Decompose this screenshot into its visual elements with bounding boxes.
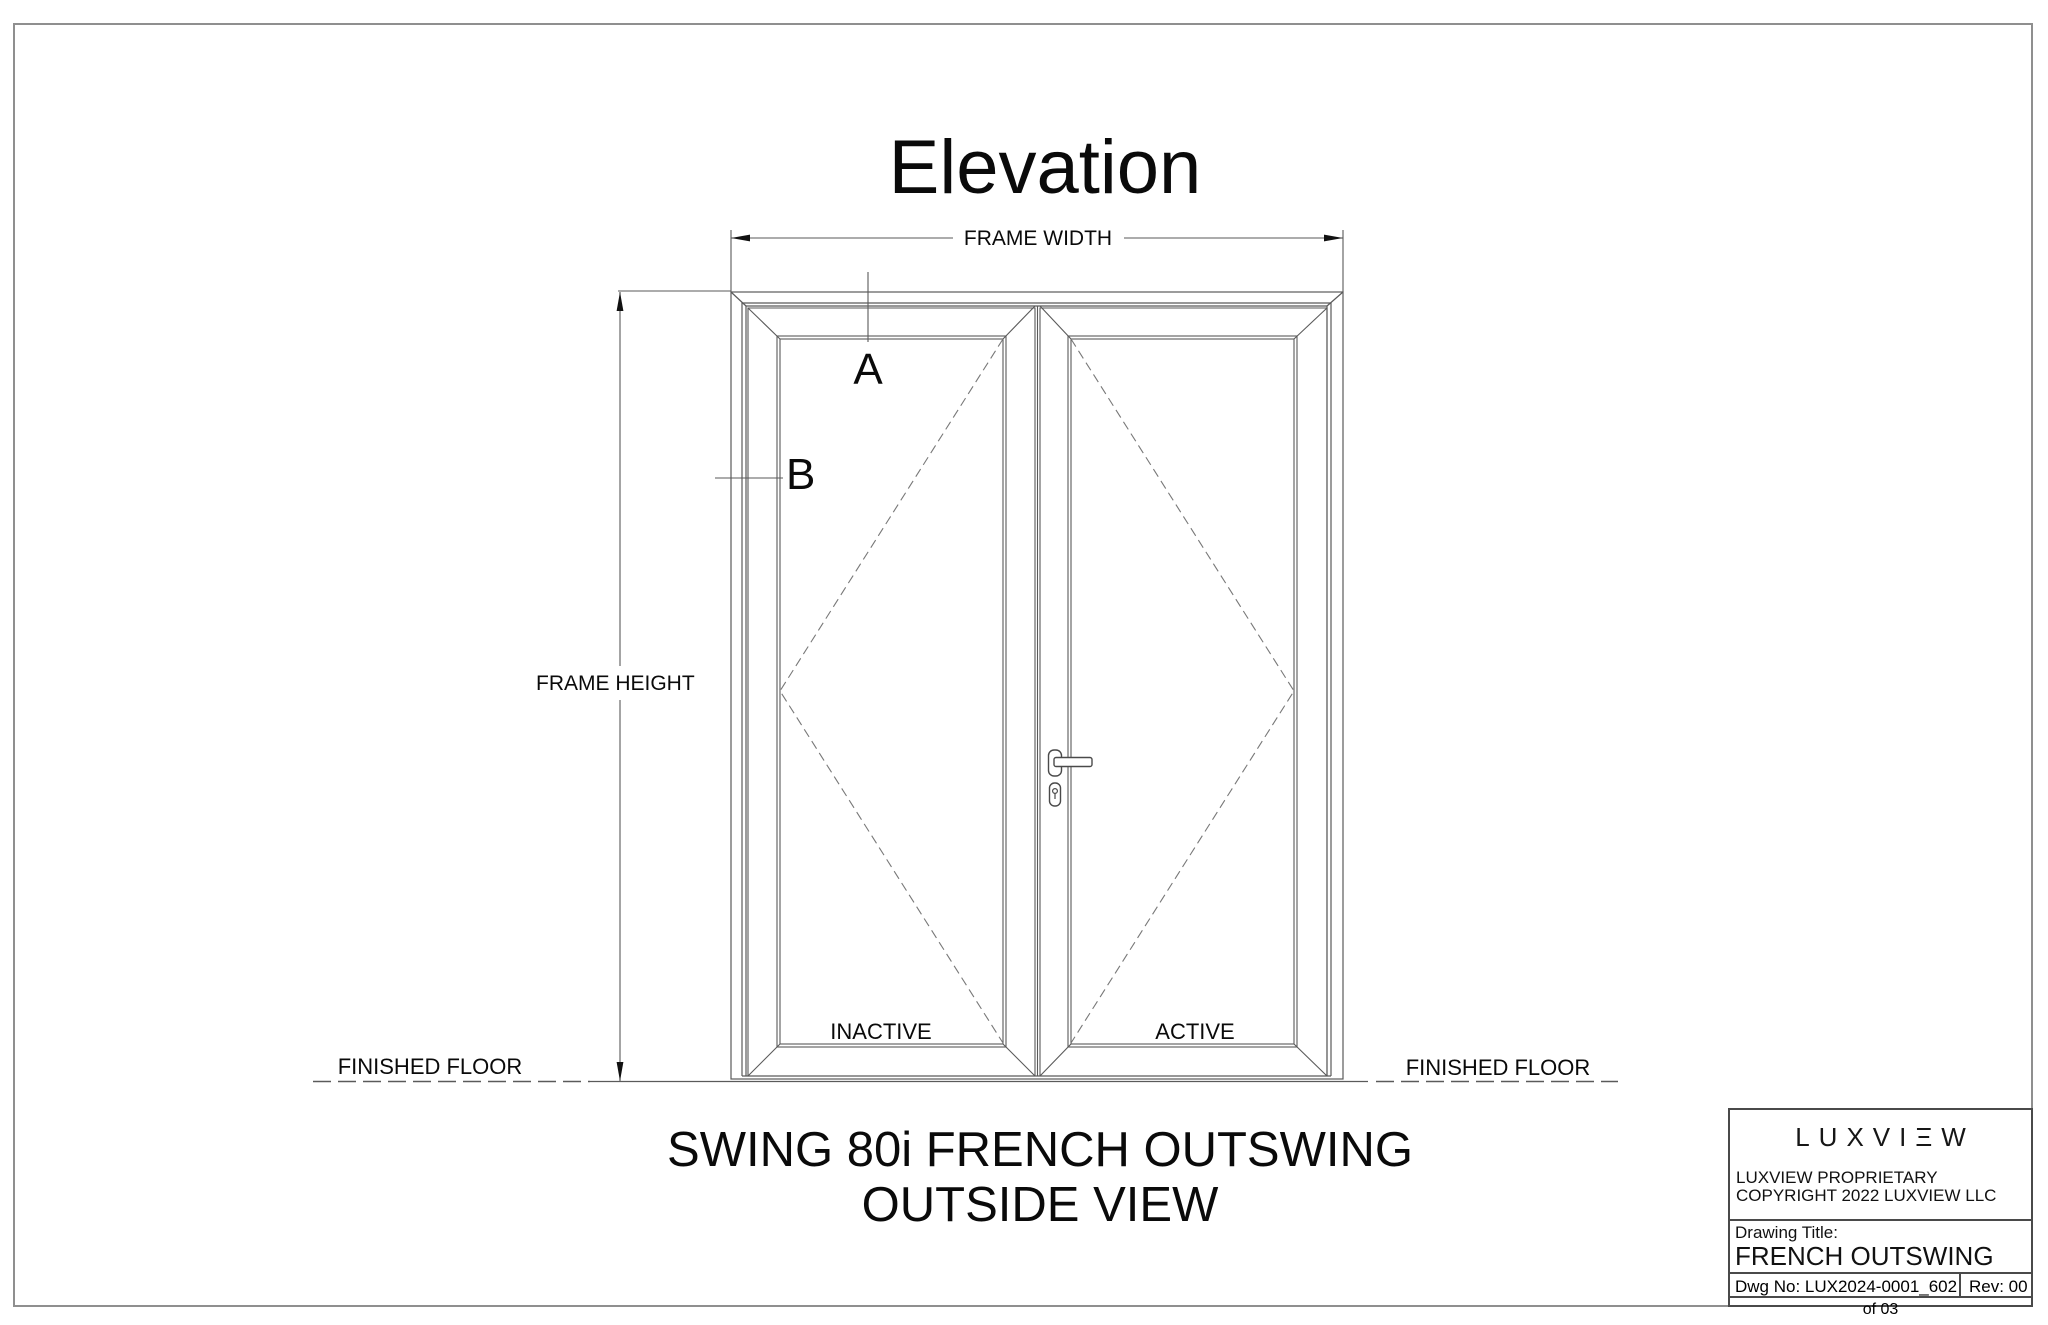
caption-line1: SWING 80i FRENCH OUTSWING [667,1123,1413,1177]
lever-handle-icon [1053,756,1093,768]
frame-inner-line2 [745,305,1328,1076]
finished-floor-label-left: FINISHED FLOOR [337,1054,523,1079]
drawing-title: FRENCH OUTSWING [1735,1241,1994,1271]
active-panel [1039,305,1328,1077]
inactive-bevel-tr [1002,305,1036,340]
sheet-number: of 03 [1730,1296,2031,1319]
inactive-panel [747,305,1039,1077]
keyhole-icon [1051,787,1058,794]
frame-inner-line1 [741,302,1332,1076]
active-bevel-br [1293,1043,1328,1077]
drawing-title-label: Drawing Title: [1735,1223,1838,1242]
arrow-right-icon [1324,234,1343,242]
title-block-header: LUXVIΞW LUXVIEW PROPRIETARY COPYRIGHT 20… [1730,1122,2031,1219]
view-title: Elevation [888,125,1202,210]
dwg-rev-section: Dwg No: LUX2024-0001_602 Rev: 00 [1730,1272,2031,1296]
caption-line2: OUTSIDE VIEW [861,1178,1219,1232]
active-panel-label: ACTIVE [1155,1019,1235,1044]
tag-leaders [715,272,869,479]
tag-b: B [786,450,816,499]
proprietary-line2: COPYRIGHT 2022 LUXVIEW LLC [1736,1186,1997,1205]
inactive-bevel-tl [747,307,781,340]
arrow-up-icon [616,292,624,311]
tag-a: A [853,345,883,394]
frame-height-dimension [616,290,731,1081]
frame-outer [730,291,1344,1080]
active-glass-outer [1067,335,1298,1048]
drawing-title-section: Drawing Title: FRENCH OUTSWING [1730,1219,2031,1272]
proprietary-line1: LUXVIEW PROPRIETARY [1736,1168,1938,1187]
frame-width-dimension [730,230,1344,292]
frame-width-label: FRAME WIDTH [963,227,1113,250]
active-swing-indicator [1070,338,1295,1044]
frame-miter-tr [1326,291,1344,307]
finished-floor-label-right: FINISHED FLOOR [1405,1055,1591,1080]
page-border [13,23,2033,1307]
arrow-left-icon [731,234,750,242]
rev: Rev: 00 [1959,1274,2031,1296]
inactive-panel-label: INACTIVE [830,1019,932,1044]
inactive-bevel-br [1002,1043,1036,1077]
title-block: LUXVIΞW LUXVIEW PROPRIETARY COPYRIGHT 20… [1728,1108,2033,1318]
active-bevel-tr [1293,307,1328,340]
door-frame [590,291,1368,1083]
inactive-glass-inner [779,338,1004,1045]
luxview-logo: LUXVIΞW [1795,1122,1975,1152]
arrow-down-icon [616,1062,624,1081]
active-bevel-bl [1039,1043,1072,1077]
frame-height-label: FRAME HEIGHT [536,672,695,695]
active-glass-inner [1070,338,1295,1045]
active-panel-edge [1039,307,1328,1076]
inactive-swing-indicator [779,338,1004,1044]
frame-miter-tl [730,291,747,307]
inactive-glass-outer [776,335,1007,1048]
active-bevel-tl [1039,305,1072,340]
proprietary-notice: LUXVIEW PROPRIETARY COPYRIGHT 2022 LUXVI… [1730,1169,2031,1205]
dwg-no: Dwg No: LUX2024-0001_602 [1735,1277,1958,1296]
inactive-bevel-bl [747,1043,781,1077]
inactive-panel-edge [747,307,1036,1076]
door-handle [1047,749,1093,807]
